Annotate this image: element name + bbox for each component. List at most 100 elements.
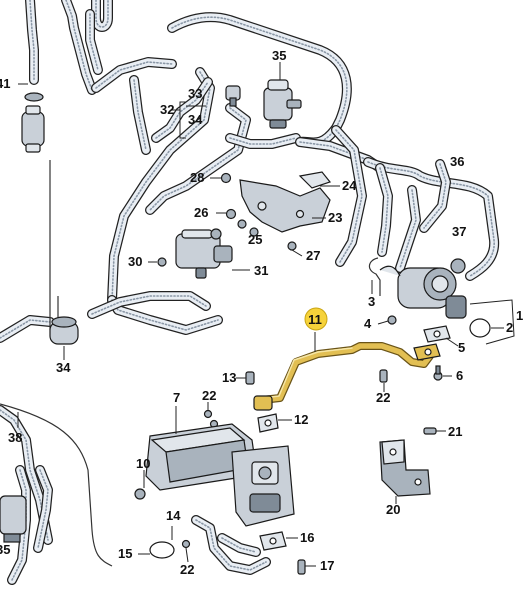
hose-segment bbox=[65, 0, 93, 91]
hose-segment bbox=[218, 534, 260, 556]
screw-30 bbox=[148, 257, 167, 267]
callout-c10: 10 bbox=[136, 456, 150, 471]
callout-number: 21 bbox=[448, 424, 462, 439]
clamp-15 bbox=[138, 541, 175, 559]
callout-c21: 21 bbox=[448, 424, 462, 439]
callout-c31: 31 bbox=[254, 263, 268, 278]
callout-c22a: 22 bbox=[202, 388, 216, 403]
bolt-17 bbox=[297, 559, 316, 575]
bolt-10 bbox=[134, 470, 146, 500]
bracket-23-24 bbox=[239, 171, 340, 233]
callout-number: 17 bbox=[320, 558, 334, 573]
callout-c41: 41 bbox=[0, 76, 10, 91]
callout-c15: 15 bbox=[118, 546, 132, 561]
callout-c26: 26 bbox=[194, 205, 208, 220]
brace-1 bbox=[469, 299, 515, 345]
callout-number: 6 bbox=[456, 368, 463, 383]
callout-number: 38 bbox=[8, 430, 22, 445]
connector-33 bbox=[225, 85, 241, 107]
hose-segment bbox=[229, 137, 297, 145]
bolt-21 bbox=[423, 427, 446, 435]
callout-number: 16 bbox=[300, 530, 314, 545]
callout-number: 22 bbox=[180, 562, 194, 577]
screws-22-lower bbox=[181, 539, 191, 563]
brace-32-34 bbox=[172, 101, 206, 139]
screws-22-upper bbox=[203, 402, 219, 429]
callout-c34b: 34 bbox=[56, 360, 71, 375]
callout-c12: 12 bbox=[294, 412, 308, 427]
hose-segment bbox=[111, 71, 211, 301]
callout-c20: 20 bbox=[386, 502, 400, 517]
cooler-flange-block bbox=[231, 445, 295, 527]
callout-number: 32 bbox=[160, 102, 174, 117]
callout-number: 34 bbox=[188, 112, 203, 127]
bracket-20 bbox=[379, 439, 431, 504]
callout-c36: 36 bbox=[450, 154, 464, 169]
callout-c25: 25 bbox=[248, 232, 262, 247]
callout-number: 22 bbox=[376, 390, 390, 405]
callout-c22c: 22 bbox=[180, 562, 194, 577]
screw-27 bbox=[287, 241, 303, 257]
hose-segment bbox=[89, 13, 99, 71]
callout-number: 26 bbox=[194, 205, 208, 220]
callout-c7: 7 bbox=[173, 390, 180, 405]
callout-number: 2 bbox=[506, 320, 513, 335]
component-35-lower bbox=[0, 495, 27, 543]
egr-cooler-7 bbox=[145, 406, 257, 491]
callout-c1: 1 bbox=[516, 308, 523, 323]
plug-34 bbox=[49, 316, 79, 360]
gasket-16 bbox=[259, 531, 298, 551]
callout-number: 10 bbox=[136, 456, 150, 471]
hose-segment bbox=[95, 0, 109, 28]
callout-number: 14 bbox=[166, 508, 181, 523]
callout-c22b: 22 bbox=[376, 390, 390, 405]
hose-segment bbox=[91, 295, 207, 315]
screw-28 bbox=[210, 172, 232, 184]
hose-segment bbox=[95, 61, 173, 89]
callout-number: 23 bbox=[328, 210, 342, 225]
callout-c27: 27 bbox=[306, 248, 320, 263]
hose-segment bbox=[29, 0, 35, 81]
hose-segment bbox=[149, 107, 247, 211]
callout-number: 35 bbox=[272, 48, 286, 63]
callout-c35b: 35 bbox=[0, 542, 10, 557]
callout-number: 1 bbox=[516, 308, 523, 323]
callout-number: 11 bbox=[308, 312, 322, 327]
o-ring-2 bbox=[469, 318, 504, 338]
callout-c5: 5 bbox=[458, 340, 465, 355]
hose-segment bbox=[367, 161, 495, 277]
bolt-13 bbox=[236, 371, 255, 385]
hose-segment bbox=[0, 319, 51, 339]
callout-c33: 33 bbox=[188, 86, 202, 101]
callout-c34a: 34 bbox=[188, 112, 203, 127]
hose-segment bbox=[399, 189, 417, 269]
callout-number: 30 bbox=[128, 254, 142, 269]
callout-c4: 4 bbox=[364, 316, 372, 331]
hose-segment bbox=[221, 537, 257, 553]
callout-number: 22 bbox=[202, 388, 216, 403]
callout-number: 13 bbox=[222, 370, 236, 385]
hose-segment bbox=[335, 129, 363, 263]
callout-c2: 2 bbox=[506, 320, 513, 335]
callout-highlight-circle bbox=[304, 307, 328, 331]
screw-6 bbox=[433, 365, 452, 381]
gasket-5 bbox=[423, 325, 459, 347]
callout-number: 20 bbox=[386, 502, 400, 517]
callout-c13: 13 bbox=[222, 370, 236, 385]
bolt-22-mid bbox=[379, 369, 388, 392]
callout-number: 25 bbox=[248, 232, 262, 247]
gasket-12 bbox=[257, 413, 292, 433]
hose-segment bbox=[37, 469, 49, 549]
valve-31 bbox=[175, 228, 250, 279]
callout-c14: 14 bbox=[166, 508, 181, 523]
egr-valve-assembly bbox=[379, 258, 467, 319]
hose-segment bbox=[155, 81, 209, 139]
screws-25-26 bbox=[216, 208, 259, 237]
callout-number: 35 bbox=[0, 542, 10, 557]
filter-41 bbox=[18, 83, 45, 153]
callout-number: 4 bbox=[364, 316, 372, 331]
callout-number: 31 bbox=[254, 263, 268, 278]
callout-number: 28 bbox=[190, 170, 204, 185]
callout-c23: 23 bbox=[328, 210, 342, 225]
